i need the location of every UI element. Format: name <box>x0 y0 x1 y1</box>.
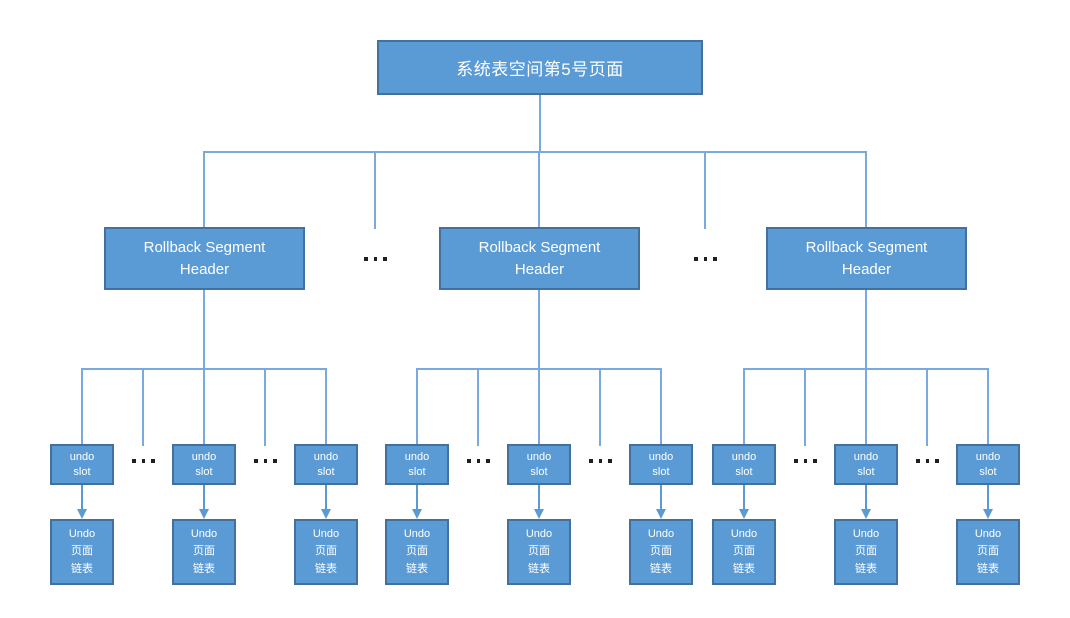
undo-page-list-node-7: Undo 页面 链表 <box>712 519 776 585</box>
undo-page-list-node-9: Undo 页面 链表 <box>956 519 1020 585</box>
connector-drop-header-2 <box>538 151 540 227</box>
undo-slot-label: undo slot <box>191 450 217 478</box>
undo-slot-label: undo slot <box>648 450 674 478</box>
undo-page-list-label: Undo 页面 链表 <box>68 527 96 575</box>
arrowhead-icon <box>411 509 422 519</box>
undo-page-list-label: Undo 页面 链表 <box>974 527 1002 575</box>
undo-page-list-node-5: Undo 页面 链表 <box>507 519 571 585</box>
arrowhead-icon <box>860 509 871 519</box>
arrow-line <box>987 485 989 510</box>
arrow-line <box>743 485 745 510</box>
undo-slot-node-4: undo slot <box>385 444 449 485</box>
undo-page-list-node-4: Undo 页面 链表 <box>385 519 449 585</box>
undo-slot-node-6: undo slot <box>629 444 693 485</box>
connector-root-trunk <box>539 95 541 152</box>
rollback-segment-header-node-1: Rollback Segment Header <box>104 227 305 290</box>
connector-stub-slots <box>142 368 144 446</box>
connector-stub-slots <box>599 368 601 446</box>
arrowhead-icon <box>738 509 749 519</box>
rollback-segment-header-node-2: Rollback Segment Header <box>439 227 640 290</box>
connector-level1-rail <box>204 151 866 153</box>
rollback-segment-header-label: Rollback Segment Header <box>478 238 601 278</box>
undo-slot-node-2: undo slot <box>172 444 236 485</box>
arrow-line <box>865 485 867 510</box>
undo-slot-node-1: undo slot <box>50 444 114 485</box>
undo-page-list-node-2: Undo 页面 链表 <box>172 519 236 585</box>
undo-slot-label: undo slot <box>404 450 430 478</box>
connector-stub-slots <box>264 368 266 446</box>
connector-drop-slot-6 <box>660 368 662 444</box>
undo-slot-label: undo slot <box>853 450 879 478</box>
ellipsis-icon <box>467 459 490 463</box>
undo-slot-label: undo slot <box>69 450 95 478</box>
arrowhead-icon <box>533 509 544 519</box>
connector-stub-headers-1 <box>374 151 376 229</box>
connector-drop-header-3 <box>865 151 867 227</box>
connector-stub-slots <box>926 368 928 446</box>
undo-page-list-label: Undo 页面 链表 <box>730 527 758 575</box>
connector-drop-slot-2 <box>203 368 205 444</box>
arrowhead-icon <box>198 509 209 519</box>
connector-drop-header-1 <box>203 151 205 227</box>
arrow-line <box>538 485 540 510</box>
arrowhead-icon <box>655 509 666 519</box>
arrow-line <box>660 485 662 510</box>
arrowhead-icon <box>320 509 331 519</box>
undo-slot-node-9: undo slot <box>956 444 1020 485</box>
connector-stub-slots <box>477 368 479 446</box>
undo-page-list-node-8: Undo 页面 链表 <box>834 519 898 585</box>
arrow-line <box>416 485 418 510</box>
connector-drop-slot-9 <box>987 368 989 444</box>
rollback-segment-header-label: Rollback Segment Header <box>143 238 266 278</box>
undo-slot-node-8: undo slot <box>834 444 898 485</box>
undo-slot-label: undo slot <box>731 450 757 478</box>
undo-page-list-node-1: Undo 页面 链表 <box>50 519 114 585</box>
undo-page-list-label: Undo 页面 链表 <box>525 527 553 575</box>
undo-page-list-label: Undo 页面 链表 <box>852 527 880 575</box>
undo-slot-label: undo slot <box>526 450 552 478</box>
arrowhead-icon <box>76 509 87 519</box>
arrow-line <box>325 485 327 510</box>
connector-stub-headers-2 <box>704 151 706 229</box>
connector-drop-slot-7 <box>743 368 745 444</box>
connector-drop-slot-1 <box>81 368 83 444</box>
rollback-segment-header-node-3: Rollback Segment Header <box>766 227 967 290</box>
undo-slot-node-3: undo slot <box>294 444 358 485</box>
undo-slot-label: undo slot <box>975 450 1001 478</box>
undo-page-list-node-6: Undo 页面 链表 <box>629 519 693 585</box>
ellipsis-icon <box>694 257 717 261</box>
arrow-line <box>203 485 205 510</box>
root-node-label: 系统表空间第5号页面 <box>456 60 624 79</box>
undo-slot-label: undo slot <box>313 450 339 478</box>
undo-page-list-label: Undo 页面 链表 <box>190 527 218 575</box>
connector-header2-trunk <box>538 290 540 368</box>
undo-slot-node-5: undo slot <box>507 444 571 485</box>
arrowhead-icon <box>982 509 993 519</box>
undo-slot-node-7: undo slot <box>712 444 776 485</box>
rollback-segment-header-label: Rollback Segment Header <box>805 238 928 278</box>
ellipsis-icon <box>364 257 387 261</box>
undo-page-list-label: Undo 页面 链表 <box>647 527 675 575</box>
connector-drop-slot-4 <box>416 368 418 444</box>
connector-drop-slot-3 <box>325 368 327 444</box>
undo-page-list-label: Undo 页面 链表 <box>403 527 431 575</box>
ellipsis-icon <box>589 459 612 463</box>
connector-header1-trunk <box>203 290 205 368</box>
root-node: 系统表空间第5号页面 <box>377 40 703 95</box>
connector-stub-slots <box>804 368 806 446</box>
ellipsis-icon <box>916 459 939 463</box>
connector-drop-slot-8 <box>865 368 867 444</box>
undo-page-list-node-3: Undo 页面 链表 <box>294 519 358 585</box>
undo-page-list-label: Undo 页面 链表 <box>312 527 340 575</box>
ellipsis-icon <box>132 459 155 463</box>
arrow-line <box>81 485 83 510</box>
ellipsis-icon <box>254 459 277 463</box>
connector-drop-slot-5 <box>538 368 540 444</box>
ellipsis-icon <box>794 459 817 463</box>
connector-header3-trunk <box>865 290 867 368</box>
